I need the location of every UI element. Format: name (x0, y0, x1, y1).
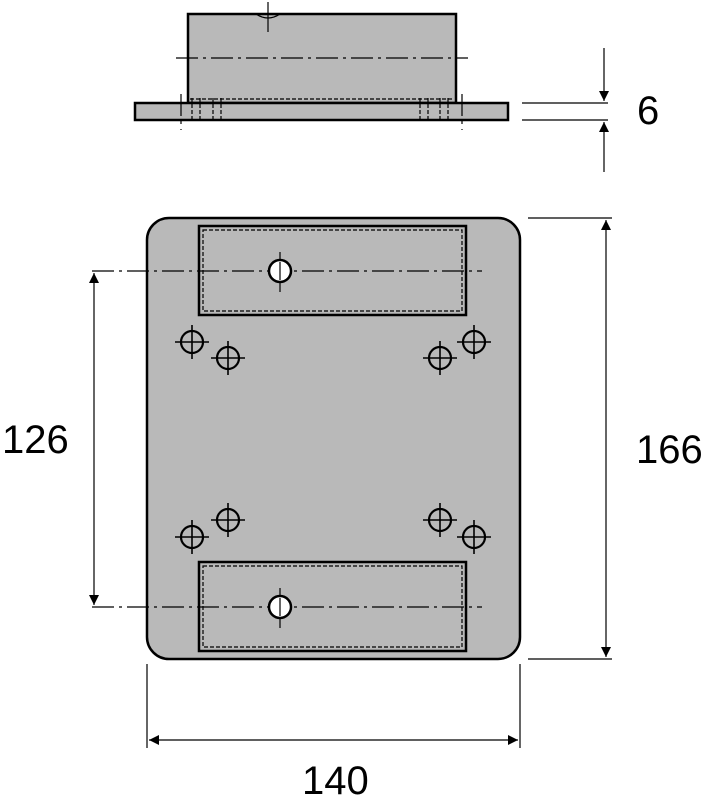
mounting-hole-icon (211, 503, 245, 537)
dimension-hole-spacing-label: 126 (2, 418, 69, 462)
dimension-height: 166 (528, 217, 703, 660)
side-view-base-plate (133, 101, 510, 122)
mounting-holes (175, 325, 491, 554)
mounting-hole-icon (457, 520, 491, 554)
side-view-holes-left (180, 94, 222, 130)
plan-view (92, 216, 522, 661)
side-view-holes-right (419, 94, 463, 130)
side-view (133, 2, 510, 130)
dimension-height-label: 166 (636, 428, 703, 472)
mounting-hole-icon (423, 503, 457, 537)
dimension-thickness: 6 (522, 48, 659, 172)
mounting-hole-icon (175, 520, 209, 554)
mounting-hole-icon (423, 341, 457, 375)
mounting-hole-icon (457, 325, 491, 359)
plan-view-base-plate (145, 216, 522, 661)
dimension-width-label: 140 (302, 759, 369, 800)
dimension-thickness-label: 6 (637, 89, 659, 133)
dimension-hole-spacing: 126 (2, 273, 99, 605)
dimension-width: 140 (146, 664, 521, 800)
mounting-hole-icon (175, 325, 209, 359)
lower-channel-block (92, 560, 482, 653)
mounting-hole-icon (211, 341, 245, 375)
upper-channel-block (92, 224, 482, 317)
